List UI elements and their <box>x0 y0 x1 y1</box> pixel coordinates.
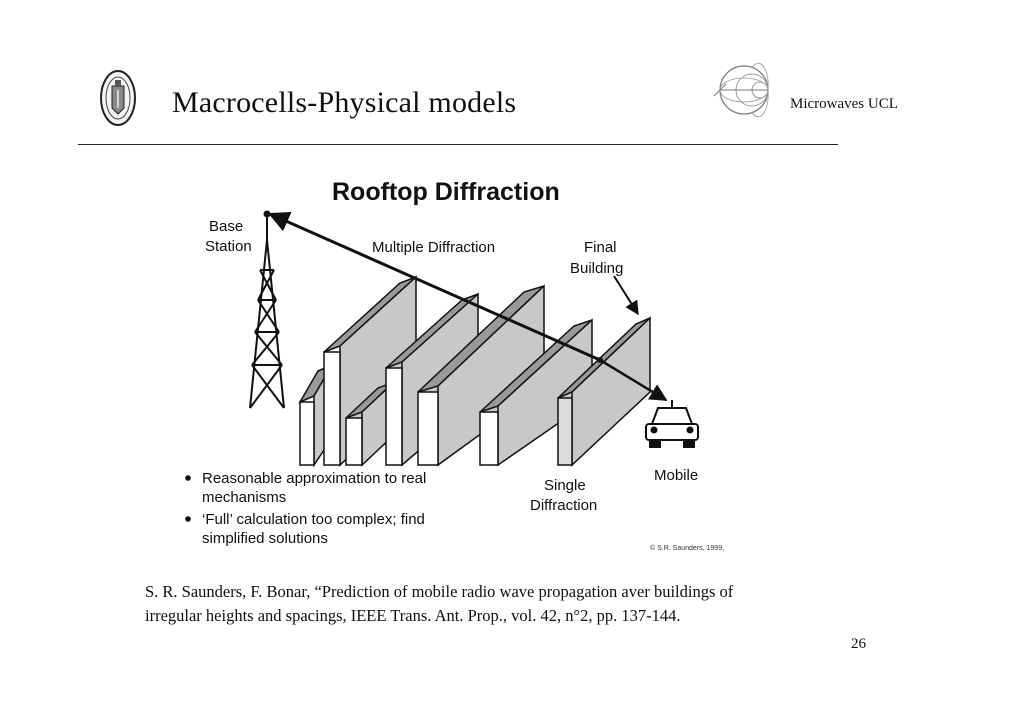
label-mobile: Mobile <box>654 467 698 484</box>
label-single-diffraction: Diffraction <box>530 497 597 514</box>
diffraction-point <box>597 357 603 363</box>
citation: S. R. Saunders, F. Bonar, “Prediction of… <box>145 580 865 628</box>
label-base: Base <box>209 218 243 235</box>
title-divider <box>78 144 838 145</box>
page-number: 26 <box>851 636 866 652</box>
building-3-front <box>345 417 363 466</box>
bullet-2-line-2: simplified solutions <box>202 530 328 547</box>
figure-title: Rooftop Diffraction <box>332 178 560 206</box>
university-seal-icon <box>100 70 136 126</box>
figure-copyright: © S.R. Saunders, 1999, <box>650 544 724 552</box>
bullet-dot-1 <box>185 475 191 481</box>
label-building: Building <box>570 260 623 277</box>
building-7-front <box>557 397 573 466</box>
organization-label: Microwaves UCL <box>790 96 898 112</box>
slide-title: Macrocells-Physical models <box>172 86 517 119</box>
smith-chart-globe-icon <box>713 62 769 118</box>
building-6-front <box>479 411 499 466</box>
building-4-front <box>385 367 403 466</box>
building-1-front <box>299 401 315 466</box>
bullet-dot-2 <box>185 516 191 522</box>
single-diffraction-path <box>599 358 668 402</box>
label-multiple-diffraction: Multiple Diffraction <box>372 239 495 256</box>
bullet-2-line-1: ‘Full’ calculation too complex; find <box>202 511 425 528</box>
buildings <box>298 275 651 468</box>
multiple-diffraction-path <box>268 212 601 362</box>
building-2-front <box>323 351 341 466</box>
mobile-car-icon <box>645 400 699 448</box>
label-final: Final <box>584 239 617 256</box>
building-5-front <box>417 391 439 466</box>
bullet-1-line-2: mechanisms <box>202 489 286 506</box>
label-single: Single <box>544 477 586 494</box>
citation-line-2: irregular heights and spacings, IEEE Tra… <box>145 606 681 625</box>
bullet-1-line-1: Reasonable approximation to real <box>202 470 426 487</box>
citation-line-1: S. R. Saunders, F. Bonar, “Prediction of… <box>145 582 734 601</box>
label-station: Station <box>205 238 252 255</box>
rooftop-diffraction-figure: Rooftop Diffraction <box>185 178 724 552</box>
base-station-tower <box>249 210 285 409</box>
final-building-pointer <box>613 275 639 316</box>
